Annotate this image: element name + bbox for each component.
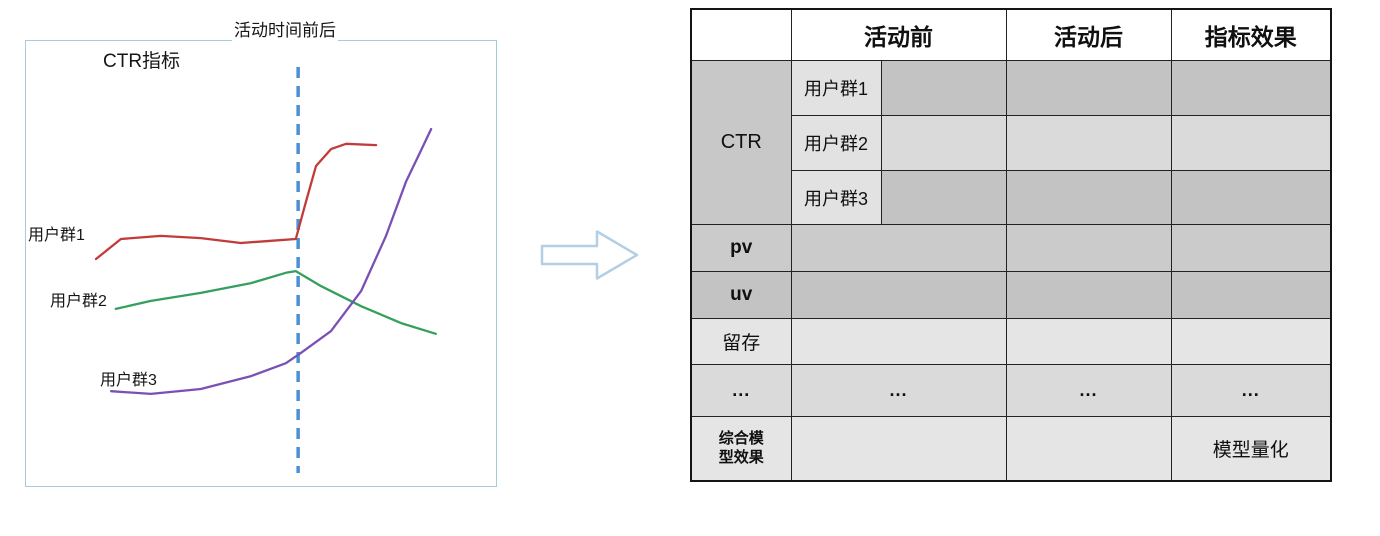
cell-ctr: CTR: [690, 60, 792, 225]
series-line-1: [94, 142, 378, 261]
series-label-user-group-1: 用户群1: [28, 227, 85, 244]
cell-user-group-1: 用户群1: [790, 60, 882, 116]
evaluation-table: 活动前 活动后 指标效果 CTR 用户群1 用户群2 用户群3 pv uv 留存: [690, 8, 1332, 482]
cell-empty: [1005, 115, 1172, 171]
cell-empty: [1170, 170, 1332, 225]
series-label-user-group-2: 用户群2: [50, 293, 107, 310]
header-empty-cell: [690, 8, 792, 61]
header-effect: 指标效果: [1170, 8, 1332, 61]
cell-model-effect: 模型量化: [1170, 416, 1332, 481]
cell-user-group-2: 用户群2: [790, 115, 882, 171]
cell-empty: [790, 224, 1007, 272]
chart-panel: [25, 40, 497, 487]
chart-title: CTR指标: [103, 51, 181, 72]
cell-ellipsis: ...: [1005, 364, 1172, 417]
table-row-pv: pv: [690, 224, 1332, 272]
series-line-3: [109, 127, 433, 396]
cell-ellipsis: ...: [690, 364, 792, 417]
cell-empty: [1170, 318, 1332, 365]
cell-empty: [1170, 60, 1332, 116]
table-row-ctr-1: CTR 用户群1: [690, 60, 1332, 225]
cell-empty: [1005, 60, 1172, 116]
line-chart: [94, 67, 437, 473]
table-row-ctr-3: 用户群3: [691, 170, 1332, 225]
cell-empty: [1005, 271, 1172, 319]
series-label-user-group-3: 用户群3: [100, 372, 157, 389]
cell-ellipsis: ...: [1170, 364, 1332, 417]
cell-empty: [1170, 271, 1332, 319]
header-before: 活动前: [790, 8, 1007, 61]
model-label-text: 综合模型效果: [718, 429, 764, 467]
cell-ellipsis: ...: [790, 364, 1007, 417]
table-row-retention: 留存: [690, 318, 1332, 365]
cell-empty: [1005, 224, 1172, 272]
cell-pv: pv: [690, 224, 792, 272]
cell-empty: [880, 60, 1007, 116]
cell-empty: [880, 170, 1007, 225]
cell-model-label: 综合模型效果: [690, 416, 792, 481]
cell-empty: [1005, 170, 1172, 225]
table-row-ellipsis: ... ... ... ...: [690, 364, 1332, 417]
series-line-2: [114, 269, 437, 335]
event-time-label: 活动时间前后: [232, 16, 338, 41]
header-after: 活动后: [1005, 8, 1172, 61]
cell-retention: 留存: [690, 318, 792, 365]
cell-empty: [1170, 224, 1332, 272]
cell-empty: [1170, 115, 1332, 171]
table-row-ctr-2: 用户群2: [691, 115, 1332, 171]
cell-empty: [1005, 318, 1172, 365]
cell-empty: [790, 416, 1007, 481]
cell-empty: [1005, 416, 1172, 481]
table-row-uv: uv: [690, 271, 1332, 319]
cell-user-group-3: 用户群3: [790, 170, 882, 225]
table-header-row: 活动前 活动后 指标效果: [690, 8, 1332, 61]
cell-empty: [790, 271, 1007, 319]
cell-empty: [790, 318, 1007, 365]
right-arrow-icon: [540, 230, 639, 280]
cell-uv: uv: [690, 271, 792, 319]
table-row-model: 综合模型效果 模型量化: [690, 416, 1332, 481]
cell-empty: [880, 115, 1007, 171]
